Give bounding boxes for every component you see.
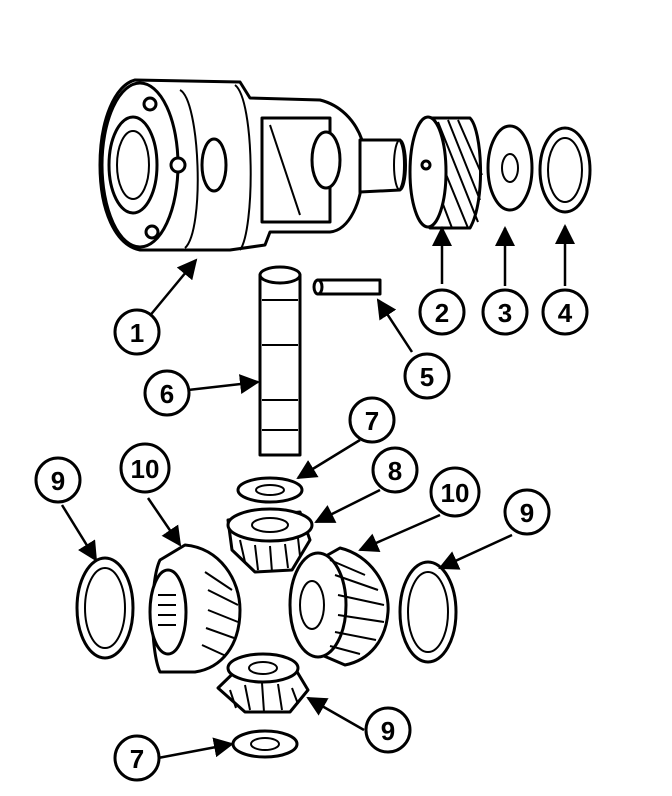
side-gear-left <box>148 543 242 674</box>
callout-9-right: 9 <box>503 488 551 536</box>
callout-9-lower: 9 <box>364 706 412 754</box>
callout-10-left: 10 <box>119 442 171 494</box>
callout-7-lower-label: 7 <box>130 744 144 774</box>
callout-9-right-label: 9 <box>520 498 534 528</box>
callout-2: 2 <box>418 288 466 336</box>
callout-5: 5 <box>403 352 451 400</box>
thrust-washer-right <box>398 560 458 664</box>
callout-6: 6 <box>143 369 191 417</box>
callout-7-lower: 7 <box>113 734 161 782</box>
washer-3 <box>486 124 534 212</box>
callout-9-left: 9 <box>34 456 82 504</box>
lock-pin <box>312 278 382 296</box>
callout-3: 3 <box>481 288 529 336</box>
callout-1-label: 1 <box>130 318 144 348</box>
callout-4-label: 4 <box>558 298 573 328</box>
callout-10-left-label: 10 <box>131 454 160 484</box>
callout-10-right-label: 10 <box>441 478 470 508</box>
thrust-washer-upper <box>236 476 304 504</box>
callout-5-label: 5 <box>420 362 434 392</box>
side-gear-right <box>288 546 390 667</box>
callout-4: 4 <box>541 288 589 336</box>
callout-9-left-label: 9 <box>51 466 65 496</box>
thrust-washer-lower <box>231 729 299 759</box>
callout-3-label: 3 <box>498 298 512 328</box>
leader-lines <box>60 224 575 760</box>
pinion-gear-upper <box>226 507 314 574</box>
pinion-shaft <box>258 265 302 457</box>
callout-2-label: 2 <box>435 298 449 328</box>
differential-case <box>98 78 407 252</box>
callout-10-right: 10 <box>429 466 481 518</box>
thrust-washer-left <box>75 556 135 660</box>
seal-4 <box>538 126 592 214</box>
callout-8-label: 8 <box>388 456 402 486</box>
callout-9-lower-label: 9 <box>381 716 395 746</box>
callout-6-label: 6 <box>160 379 174 409</box>
callout-1: 1 <box>113 308 161 356</box>
driven-gear <box>408 115 483 230</box>
pinion-gear-lower <box>216 652 310 714</box>
callout-7-upper: 7 <box>348 396 396 444</box>
callout-8: 8 <box>371 446 419 494</box>
callout-7-upper-label: 7 <box>365 406 379 436</box>
